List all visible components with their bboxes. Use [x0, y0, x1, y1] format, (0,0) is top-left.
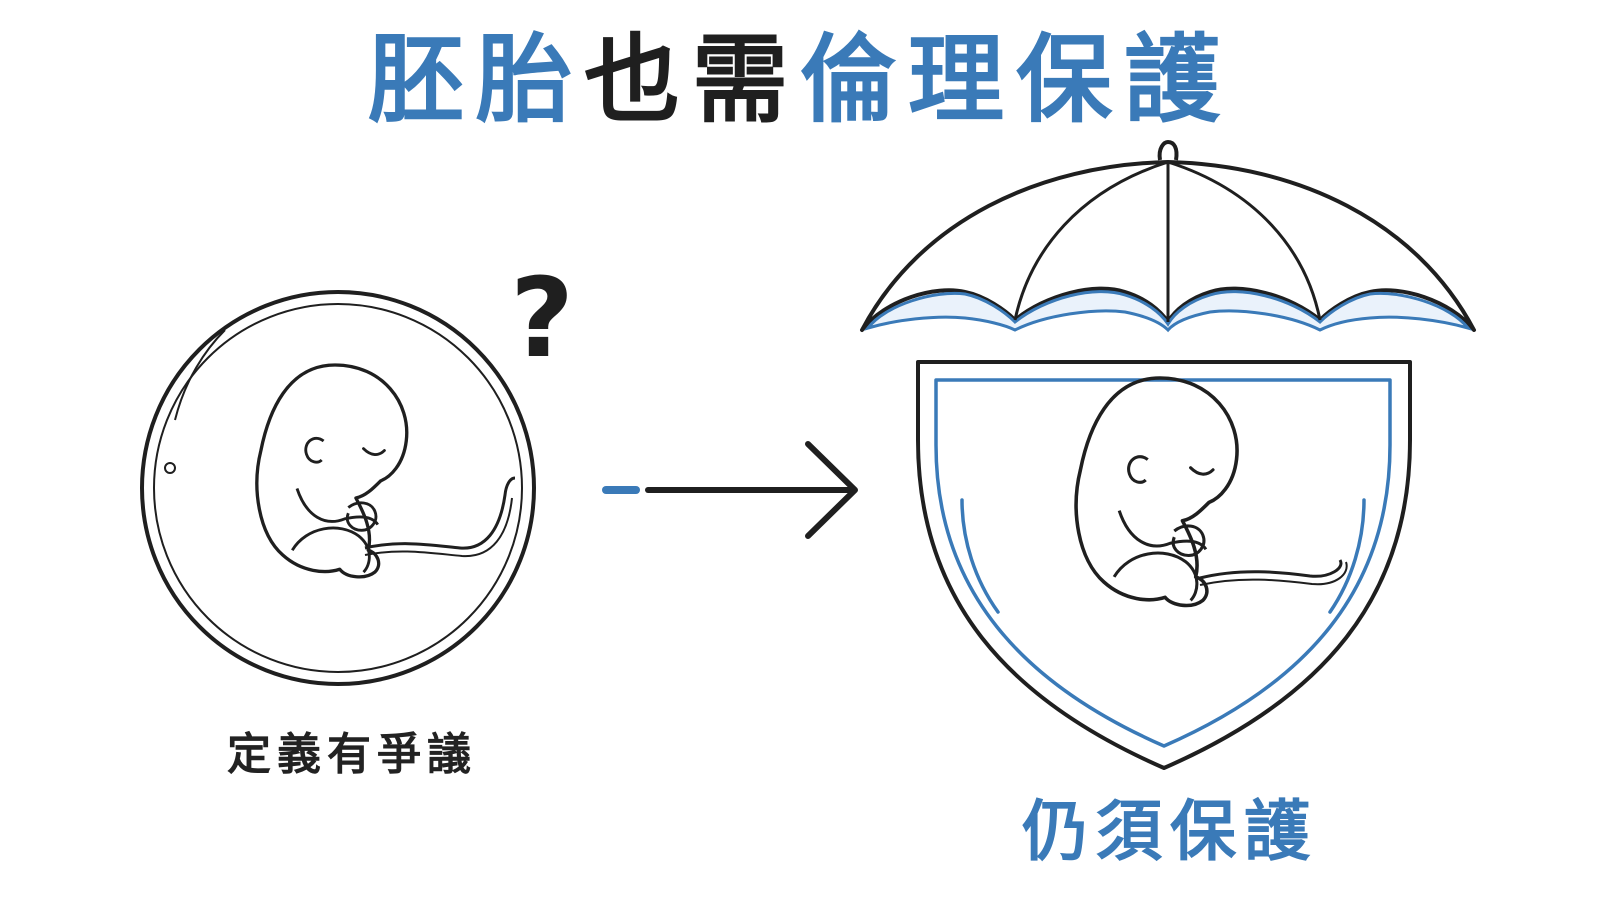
question-mark: ? — [510, 254, 574, 382]
umbilical-cord-left — [364, 476, 516, 550]
umbrella-icon — [860, 139, 1476, 333]
arrow-right-icon — [602, 441, 858, 539]
sac-dot — [164, 462, 176, 474]
left-embryo-group — [140, 290, 536, 686]
amniotic-sac-inner — [153, 303, 523, 673]
title-part-also-needs: 也需 — [584, 24, 800, 136]
sac-highlight — [174, 329, 226, 421]
title-part-ethical-protection: 倫理保護 — [800, 24, 1232, 136]
shield-icon — [916, 360, 1412, 770]
left-caption: 定義有爭議 — [227, 729, 477, 780]
title-part-embryo: 胚胎 — [368, 24, 584, 136]
umbilical-cord-right — [1199, 559, 1343, 580]
amniotic-sac-outer — [140, 290, 536, 686]
right-caption: 仍須保護 — [1022, 793, 1318, 870]
page-title: 胚胎也需倫理保護 — [0, 20, 1600, 140]
